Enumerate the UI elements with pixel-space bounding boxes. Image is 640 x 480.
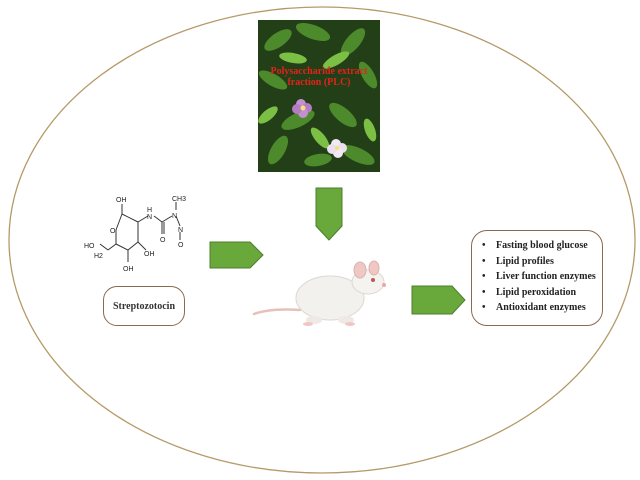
arrow-right-outcomes (411, 285, 466, 315)
atom-carbonyl-o: O (160, 237, 166, 244)
atom-ring-o: O (110, 228, 116, 235)
streptozotocin-label: Streptozotocin (103, 286, 185, 326)
outcome-item: Lipid profiles (482, 254, 596, 270)
atom-methyl: CH3 (172, 196, 186, 203)
plant-extract-label: Polysaccharide extract fraction (PLC) (258, 66, 380, 88)
atom-h2: H2 (94, 253, 103, 260)
rat-image (252, 260, 386, 326)
outcome-item: Liver function enzymes (482, 269, 596, 285)
atom-nitroso-o: O (178, 242, 184, 249)
plant-label-line2: fraction (PLC) (287, 77, 351, 88)
streptozotocin-text: Streptozotocin (112, 300, 176, 312)
arrow-down-plant (315, 187, 343, 241)
outcome-item: Lipid peroxidation (482, 285, 596, 301)
plant-label-line1: Polysaccharide extract (270, 66, 368, 77)
atom-h: H (147, 207, 152, 214)
outcomes-box: Fasting blood glucose Lipid profiles Liv… (471, 230, 603, 326)
atom-oh-bottom: OH (123, 266, 134, 273)
plant-image (258, 20, 380, 172)
streptozotocin-structure: OH N H O N CH3 N O O HO H2 OH OH (84, 196, 186, 273)
atom-ho: HO (84, 243, 95, 250)
atom-n-nitroso: N (172, 213, 177, 220)
atom-nh: N (147, 214, 152, 221)
flower-icon (292, 99, 312, 118)
atom-oh-top: OH (116, 197, 127, 204)
arrow-right-streptozotocin (209, 241, 264, 269)
outcome-item: Fasting blood glucose (482, 238, 596, 254)
atom-nitroso-n: N (178, 227, 183, 234)
atom-oh-right: OH (144, 251, 155, 258)
outcome-item: Antioxidant enzymes (482, 300, 596, 316)
outcomes-list: Fasting blood glucose Lipid profiles Liv… (482, 238, 596, 316)
